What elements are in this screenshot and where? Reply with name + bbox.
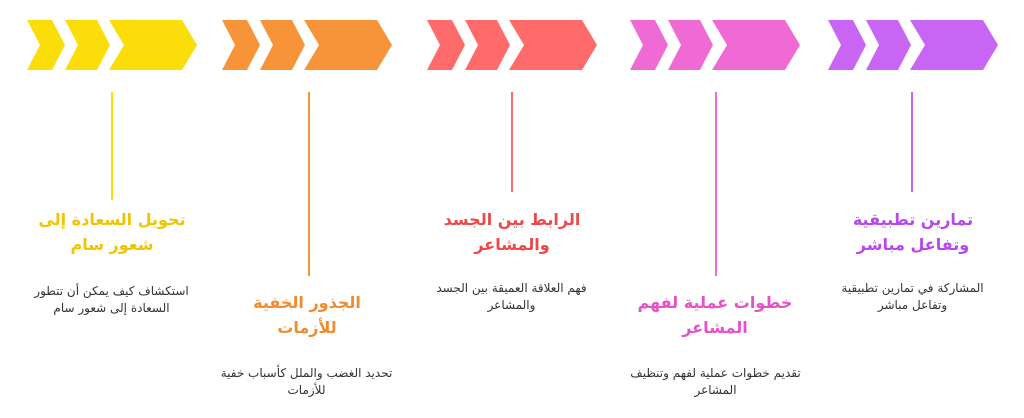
step-4-description: تقديم خطوات عملية لفهم وتنظيف المشاعر (630, 366, 801, 397)
chevron (465, 20, 510, 70)
step-3-description: فهم العلاقة العميقة بين الجسد والمشاعر (436, 281, 587, 312)
step-1-title: تحويل السعادة إلى شعور سام (38, 210, 186, 254)
chevron (910, 20, 998, 70)
chevron (427, 20, 465, 70)
chevron (109, 20, 197, 70)
step-1-connector (111, 92, 113, 200)
step-5-title: تمارين تطبيقية وتفاعل مباشر (852, 210, 974, 254)
step-5-connector (911, 92, 913, 192)
chevron (304, 20, 392, 70)
chevron-arrows-icon (630, 20, 800, 70)
chevron-arrows-icon (222, 20, 392, 70)
step-4-connector (715, 92, 717, 276)
chevron (27, 20, 65, 70)
chevron (509, 20, 597, 70)
chevron (668, 20, 713, 70)
chevron-arrows-icon (427, 20, 597, 70)
step-1-chevrons (27, 20, 197, 70)
step-2-connector (308, 92, 310, 276)
step-3-title: الرابط بين الجسد والمشاعر (443, 210, 581, 254)
chevron-arrows-icon (27, 20, 197, 70)
step-5-chevrons (828, 20, 998, 70)
step-1-description: استكشاف كيف يمكن أن تتطور السعادة إلى شع… (34, 284, 189, 315)
chevron (260, 20, 305, 70)
step-5-description: المشاركة في تمارين تطبيقية وتفاعل مباشر (841, 281, 984, 312)
step-2-title: الجذور الخفية للأزمات (253, 293, 361, 337)
step-2-description: تحديد الغضب والملل كأسباب خفية للأزمات (220, 366, 393, 397)
step-3-chevrons (427, 20, 597, 70)
chevron (222, 20, 260, 70)
chevron (866, 20, 911, 70)
chevron (630, 20, 668, 70)
step-4-chevrons (630, 20, 800, 70)
chevron (712, 20, 800, 70)
step-4-title: خطوات عملية لفهم المشاعر (637, 293, 793, 337)
chevron-arrows-icon (828, 20, 998, 70)
chevron (828, 20, 866, 70)
step-3-connector (511, 92, 513, 192)
chevron (65, 20, 110, 70)
step-2-chevrons (222, 20, 392, 70)
